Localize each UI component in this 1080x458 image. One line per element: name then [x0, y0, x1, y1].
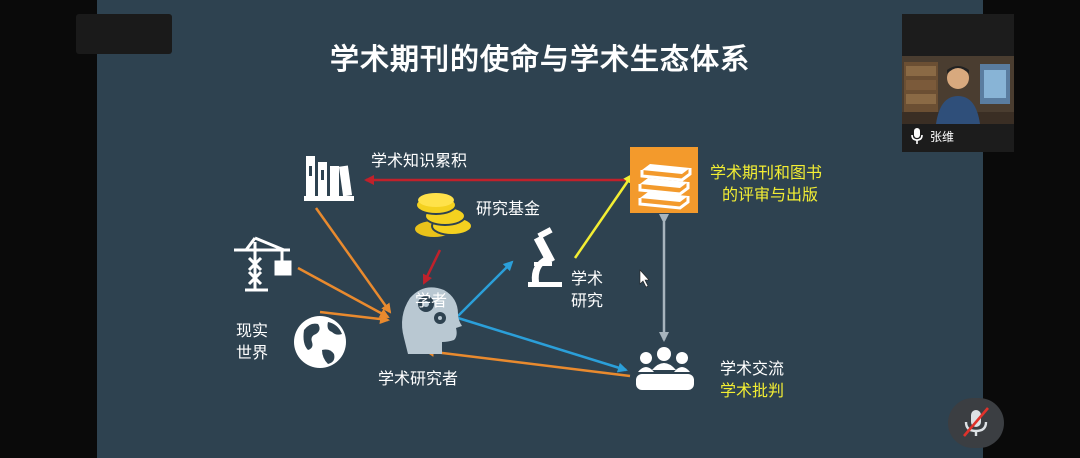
label-knowledge: 学术知识累积	[371, 151, 468, 170]
participant-name: 张维	[930, 130, 955, 144]
journal-books-icon	[630, 147, 698, 213]
participant-video-frame	[902, 56, 1014, 124]
arrow-crane-to-scholar	[297, 266, 390, 319]
audience-icon	[636, 347, 694, 390]
coins-icon	[413, 193, 473, 239]
participant-video-image	[902, 56, 1014, 124]
label-journals-line2: 的评审与出版	[722, 185, 819, 204]
microphone-icon	[911, 128, 923, 144]
books-icon	[304, 156, 354, 201]
cursor-icon	[639, 269, 650, 288]
mic-muted-icon	[963, 407, 989, 437]
label-exchange: 学术交流	[720, 359, 785, 378]
arrow-exchange-to-scholar	[424, 347, 631, 378]
crane-icon	[234, 236, 292, 292]
label-researcher: 学术研究者	[378, 369, 459, 388]
label-funding: 研究基金	[476, 199, 541, 218]
microscope-icon	[528, 227, 562, 287]
label-real-world-line2: 世界	[236, 343, 269, 362]
arrow-scholar-to-exchange	[457, 316, 628, 373]
slide-title: 学术期刊的使命与学术生态体系	[329, 42, 750, 76]
label-real-world-line1: 现实	[236, 321, 269, 340]
arrow-research-to-journals	[573, 173, 634, 259]
label-research-line1: 学术	[571, 269, 604, 288]
arrow-globe-to-scholar	[319, 310, 390, 325]
participant-video-tile[interactable]: 张维	[902, 14, 1014, 152]
presentation-slide: 学术期刊的使命与学术生态体系	[97, 0, 983, 458]
label-critique: 学术批判	[720, 381, 785, 400]
arrow-knowledge-to-scholar	[314, 207, 392, 314]
top-left-overlay	[76, 14, 172, 54]
mute-toggle-button[interactable]	[948, 398, 1004, 448]
arrow-scholar-to-research	[457, 260, 514, 317]
label-journals-line1: 学术期刊和图书	[710, 163, 823, 182]
globe-icon	[294, 316, 346, 368]
arrow-funding-to-scholar	[422, 249, 442, 285]
label-research-line2: 研究	[571, 291, 604, 310]
label-scholar: 学者	[415, 291, 448, 310]
head-gears-icon	[402, 287, 462, 354]
